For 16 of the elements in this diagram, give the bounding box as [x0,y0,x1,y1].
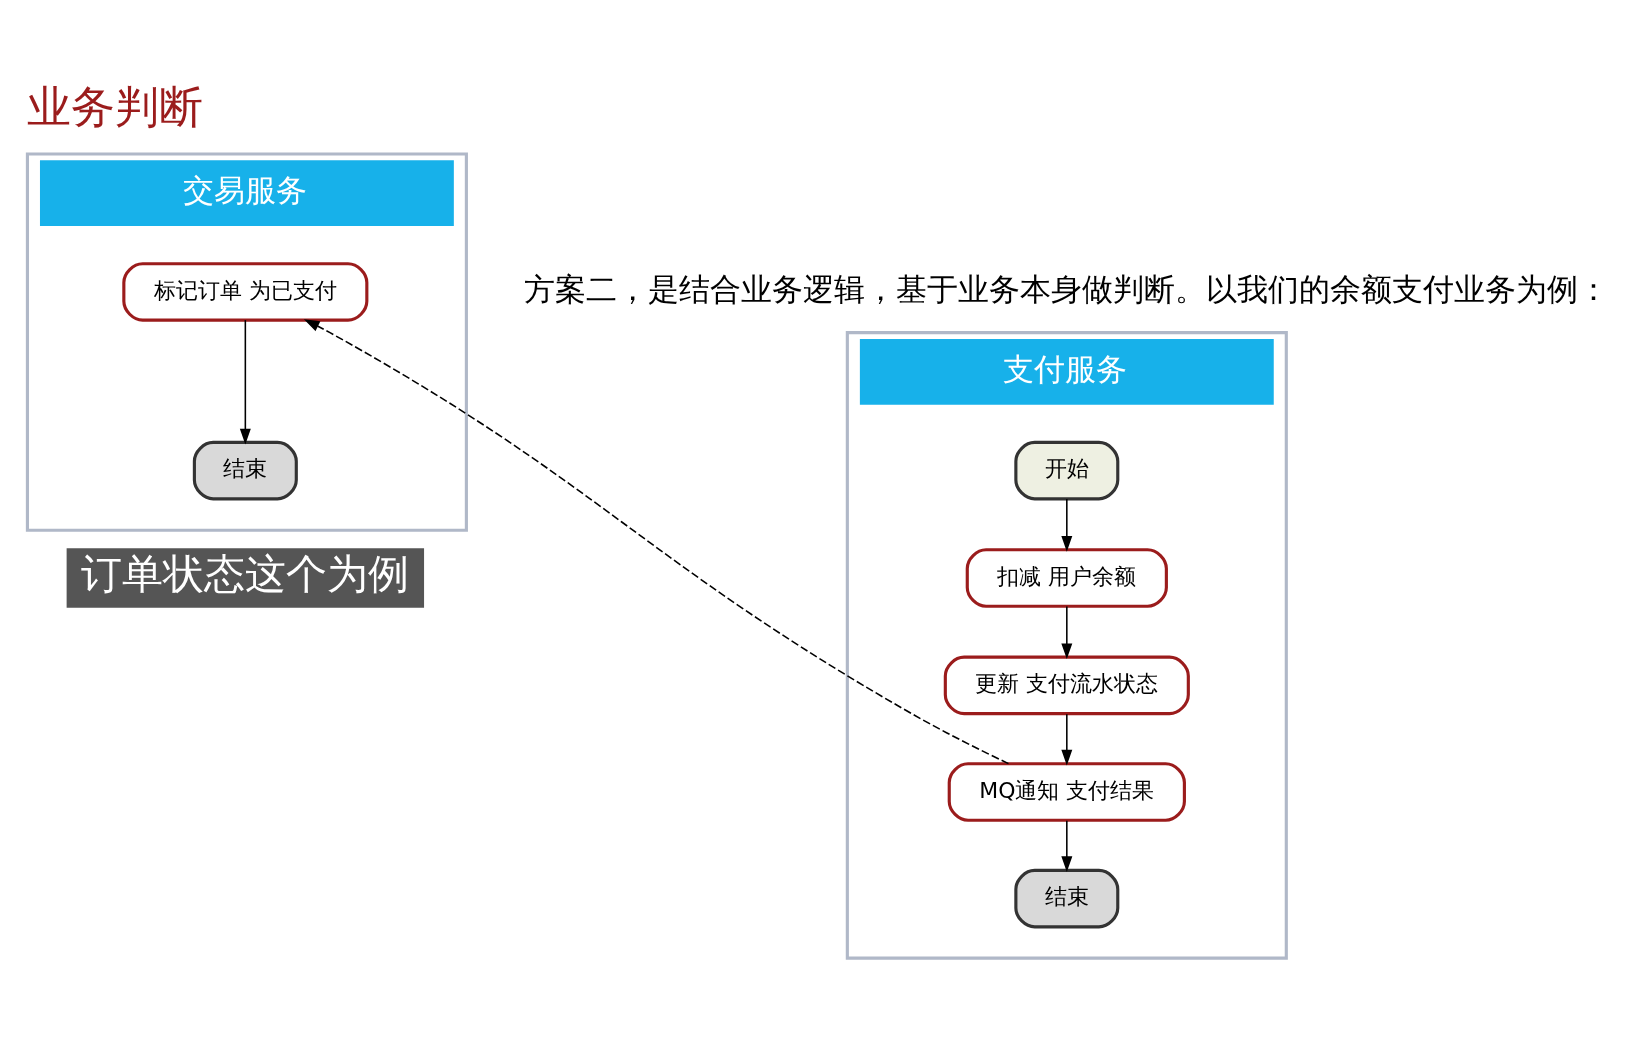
arrow [1061,713,1073,766]
node-box: 开始 [1014,440,1120,501]
node-box: 结束 [192,440,298,501]
arrow [1061,605,1073,660]
node-box: 标记订单 为已支付 [122,262,369,322]
arrow [1061,498,1073,552]
label: 方案二，是结合业务逻辑，基于业务本身做判断。以我们的余额支付业务为例： [524,270,1610,307]
node-box: 更新 支付流水状态 [943,655,1190,716]
node-box: 扣减 用户余额 [965,548,1168,608]
arrow [239,319,251,445]
node-box: MQ通知 支付结果 [947,762,1186,822]
arrow [303,319,1010,765]
diagram-title: 业务判断 [27,80,204,132]
node-box: 结束 [1014,868,1120,929]
label: 订单状态这个为例 [81,549,410,598]
arrow [1061,819,1073,873]
